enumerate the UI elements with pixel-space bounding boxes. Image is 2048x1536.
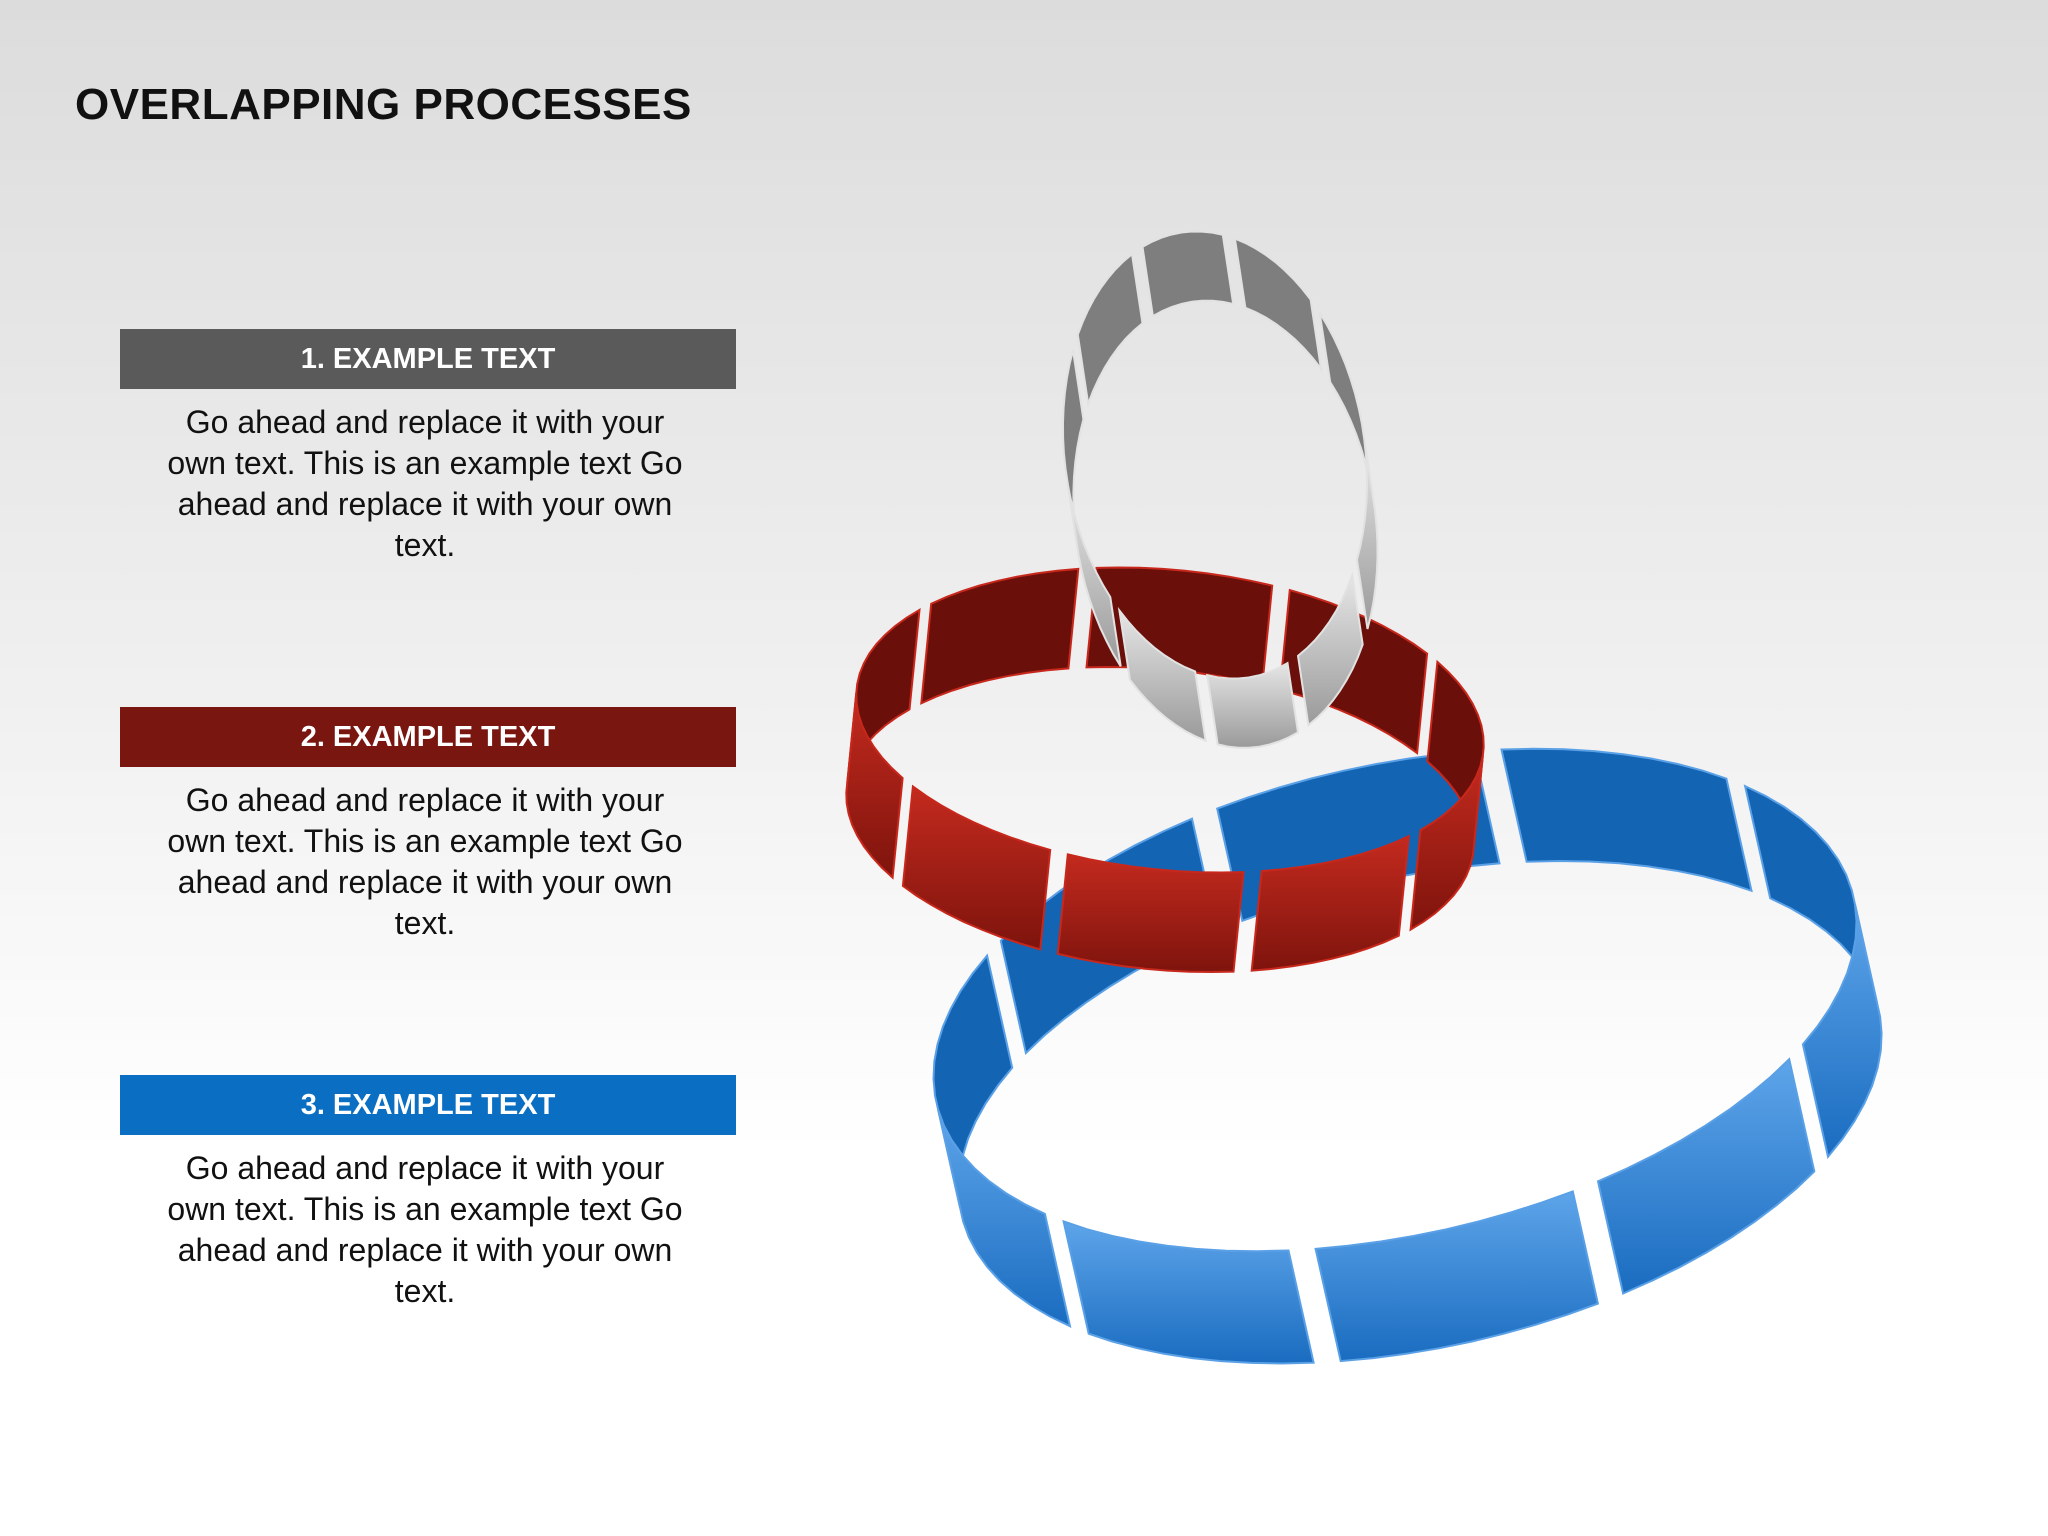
red-ring-segment [845,692,904,880]
gray-ring-segment [1117,606,1207,743]
gray-ring-segment [1318,312,1374,494]
blue-ring-segment [1801,904,1883,1159]
step-2-header: 2. EXAMPLE TEXT [120,707,736,767]
red-ring-segment [1250,834,1410,972]
red-ring-front [845,692,1484,974]
gray-ring-segment [1233,236,1323,373]
blue-ring-segment [1314,1190,1600,1363]
gray-ring-segment [1205,661,1300,749]
red-ring-segment [1056,853,1245,974]
blue-ring-front [937,904,1883,1365]
gray-ring-segment [1355,441,1379,630]
blue-ring-segment [937,1109,1072,1328]
gray-ring-front [1067,441,1379,749]
blue-ring-segment [1062,1219,1315,1365]
step-3-header: 3. EXAMPLE TEXT [120,1075,736,1135]
step-1-header: 1. EXAMPLE TEXT [120,329,736,389]
gray-ring-segment [1067,486,1122,667]
blue-ring-segment [1596,1057,1816,1295]
blue-ring-segment [1500,747,1753,893]
step-2-body: Go ahead and replace it with your own te… [167,782,683,941]
red-ring-segment [1409,755,1484,932]
gray-ring-back [1061,230,1374,538]
red-ring-segment [901,784,1052,951]
gray-ring-segment [1141,230,1235,318]
step-1-body: Go ahead and replace it with your own te… [167,404,683,563]
gray-ring-segment [1296,571,1364,728]
step-3-body: Go ahead and replace it with your own te… [167,1150,683,1309]
gray-ring-segment [1076,252,1144,408]
page-title: OVERLAPPING PROCESSES [75,80,692,129]
red-ring-segment [920,567,1080,705]
